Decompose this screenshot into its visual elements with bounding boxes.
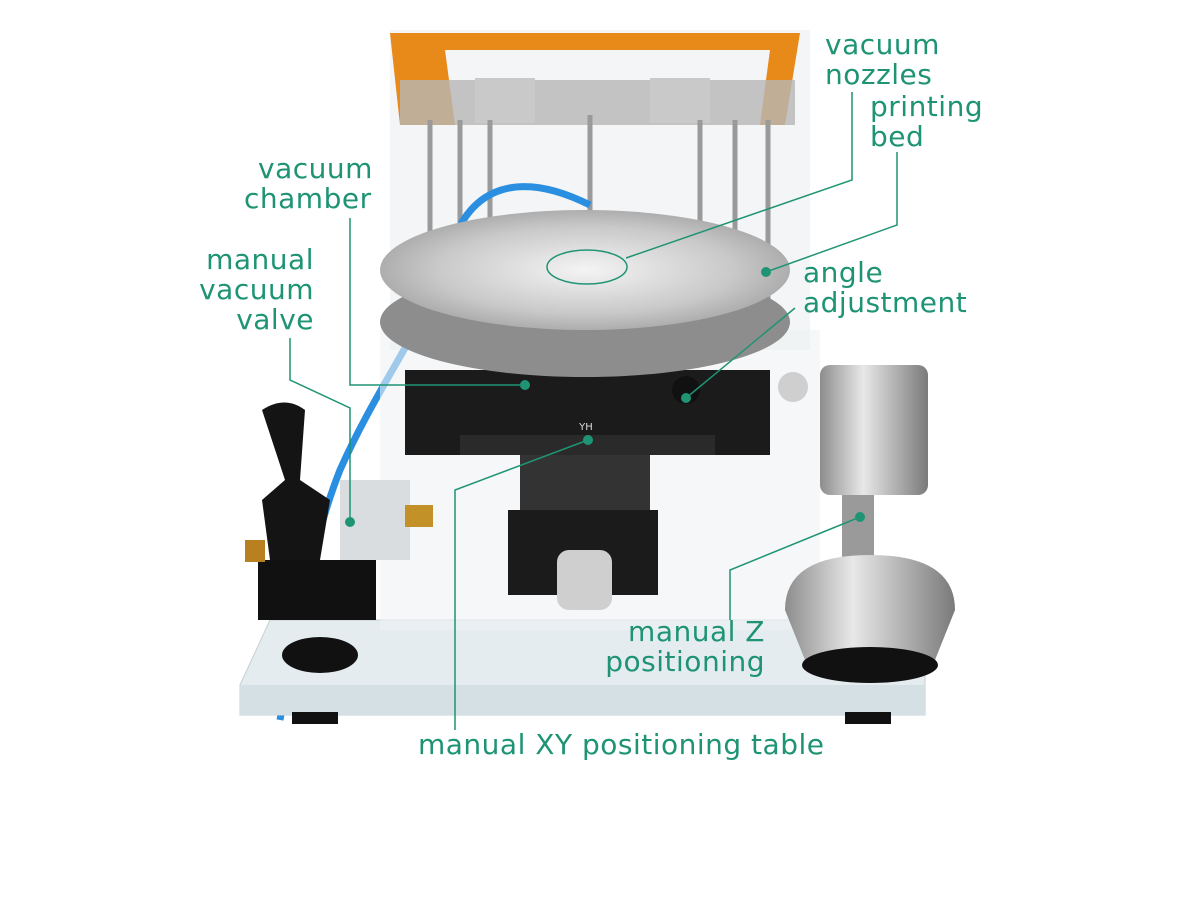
valve-body (258, 560, 376, 620)
stage-marking: YH (578, 422, 593, 433)
angle-knob[interactable] (672, 376, 700, 404)
z-knob-cylinder[interactable] (820, 365, 928, 495)
label-vacuum-nozzles: vacuum nozzles (825, 30, 940, 90)
base-edge (240, 685, 925, 715)
label-line: vacuum (199, 273, 314, 306)
leader-printing-bed (765, 152, 898, 273)
label-line: nozzles (825, 58, 933, 91)
foot-left (282, 637, 358, 673)
xy-stage-rails (520, 455, 650, 515)
nozzle-highlight-ellipse (546, 249, 628, 285)
leader-z (729, 516, 861, 620)
printing-bed-disc (380, 210, 790, 330)
frame-bracket (400, 80, 795, 125)
label-line: angle (803, 256, 884, 289)
label-line: positioning (605, 645, 765, 678)
valve-lever[interactable] (262, 402, 330, 561)
label-line: vacuum (258, 152, 373, 185)
label-line: bed (870, 120, 925, 153)
label-line: chamber (244, 182, 372, 215)
label-line: adjustment (803, 286, 968, 319)
clamp-right (650, 78, 710, 123)
label-line: printing (870, 90, 984, 123)
fitting (405, 505, 433, 527)
leader-vacuum-chamber (349, 218, 525, 386)
label-vacuum-chamber: vacuum chamber (244, 154, 373, 214)
label-line: valve (236, 303, 314, 336)
scale-strip (460, 435, 715, 455)
label-line: vacuum (825, 28, 940, 61)
z-foot (785, 555, 955, 660)
label-manual-z-positioning: manual Z positioning (600, 617, 765, 677)
label-printing-bed: printing bed (870, 92, 983, 152)
y-knob[interactable] (557, 550, 612, 610)
label-angle-adjustment: angle adjustment (803, 258, 967, 318)
leader-dots (345, 267, 865, 527)
leader-lines (289, 92, 898, 730)
z-screw (842, 495, 874, 565)
leader-vacuum-nozzles (625, 92, 853, 259)
muffler (245, 540, 265, 562)
label-line: manual Z (628, 615, 765, 648)
leader-xy (454, 439, 589, 730)
x-knob[interactable] (778, 372, 808, 402)
clamp-left (475, 78, 535, 123)
leader-valve (289, 338, 351, 522)
leader-angle (685, 307, 796, 399)
label-manual-xy-positioning-table: manual XY positioning table (418, 728, 825, 761)
label-line: manual (206, 243, 314, 276)
label-manual-vacuum-valve: manual vacuum valve (180, 245, 314, 335)
